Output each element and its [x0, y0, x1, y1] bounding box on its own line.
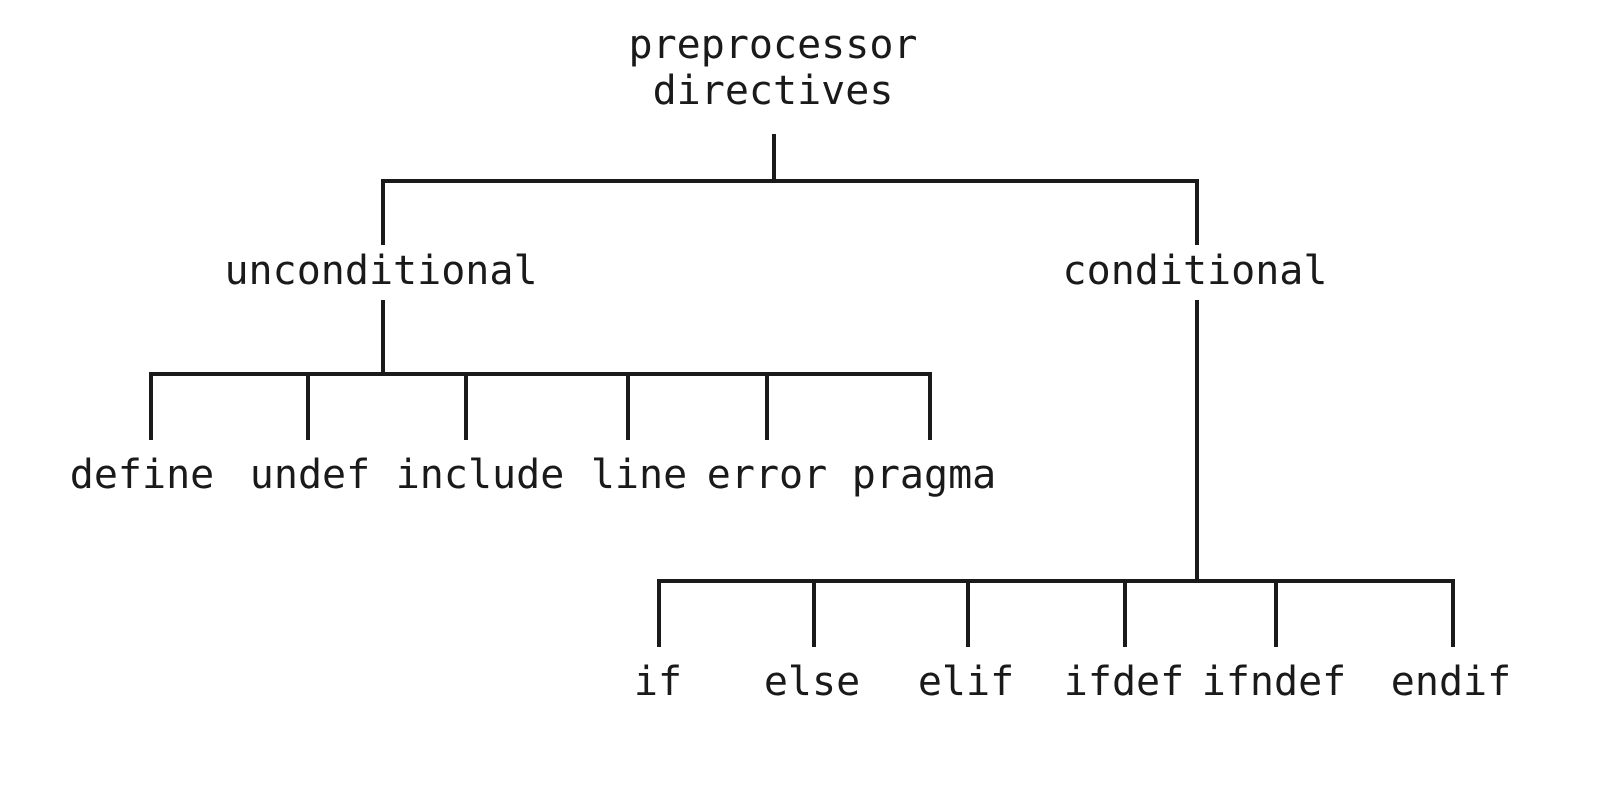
leaf-label-undef: undef — [249, 452, 371, 498]
leaf-label-else: else — [763, 659, 861, 705]
leaf-label-define: define — [69, 452, 215, 498]
leaf-stem-elif — [966, 579, 970, 647]
leaf-stem-ifdef — [1123, 579, 1127, 647]
conditional-stem-upper — [1195, 179, 1199, 245]
unconditional-children-bar — [149, 372, 932, 376]
conditional-children-bar — [657, 579, 1455, 583]
leaf-label-if: if — [633, 659, 683, 705]
leaf-stem-undef — [306, 372, 310, 440]
unconditional-node-label: unconditional — [224, 248, 538, 294]
leaf-stem-include — [464, 372, 468, 440]
leaf-stem-if — [657, 579, 661, 647]
root-stem — [772, 134, 776, 182]
conditional-node-label: conditional — [1062, 248, 1328, 294]
leaf-stem-endif — [1451, 579, 1455, 647]
leaf-label-pragma: pragma — [851, 452, 997, 498]
leaf-stem-ifndef — [1274, 579, 1278, 647]
unconditional-stem-upper — [381, 179, 385, 245]
leaf-label-ifdef: ifdef — [1063, 659, 1185, 705]
leaf-stem-pragma — [928, 372, 932, 440]
leaf-stem-else — [812, 579, 816, 647]
level1-connector-bar — [381, 179, 1199, 183]
leaf-label-include: include — [395, 452, 565, 498]
leaf-label-ifndef: ifndef — [1201, 659, 1347, 705]
root-label-line2: directives — [652, 68, 894, 115]
conditional-stem-lower — [1195, 300, 1199, 581]
leaf-label-line: line — [590, 452, 688, 498]
leaf-label-elif: elif — [917, 659, 1015, 705]
leaf-stem-error — [765, 372, 769, 440]
unconditional-stem-lower — [381, 300, 385, 374]
leaf-label-error: error — [706, 452, 828, 498]
leaf-label-endif: endif — [1390, 659, 1512, 705]
leaf-stem-define — [149, 372, 153, 440]
leaf-stem-line — [626, 372, 630, 440]
root-label-line1: preprocessor — [628, 22, 918, 68]
